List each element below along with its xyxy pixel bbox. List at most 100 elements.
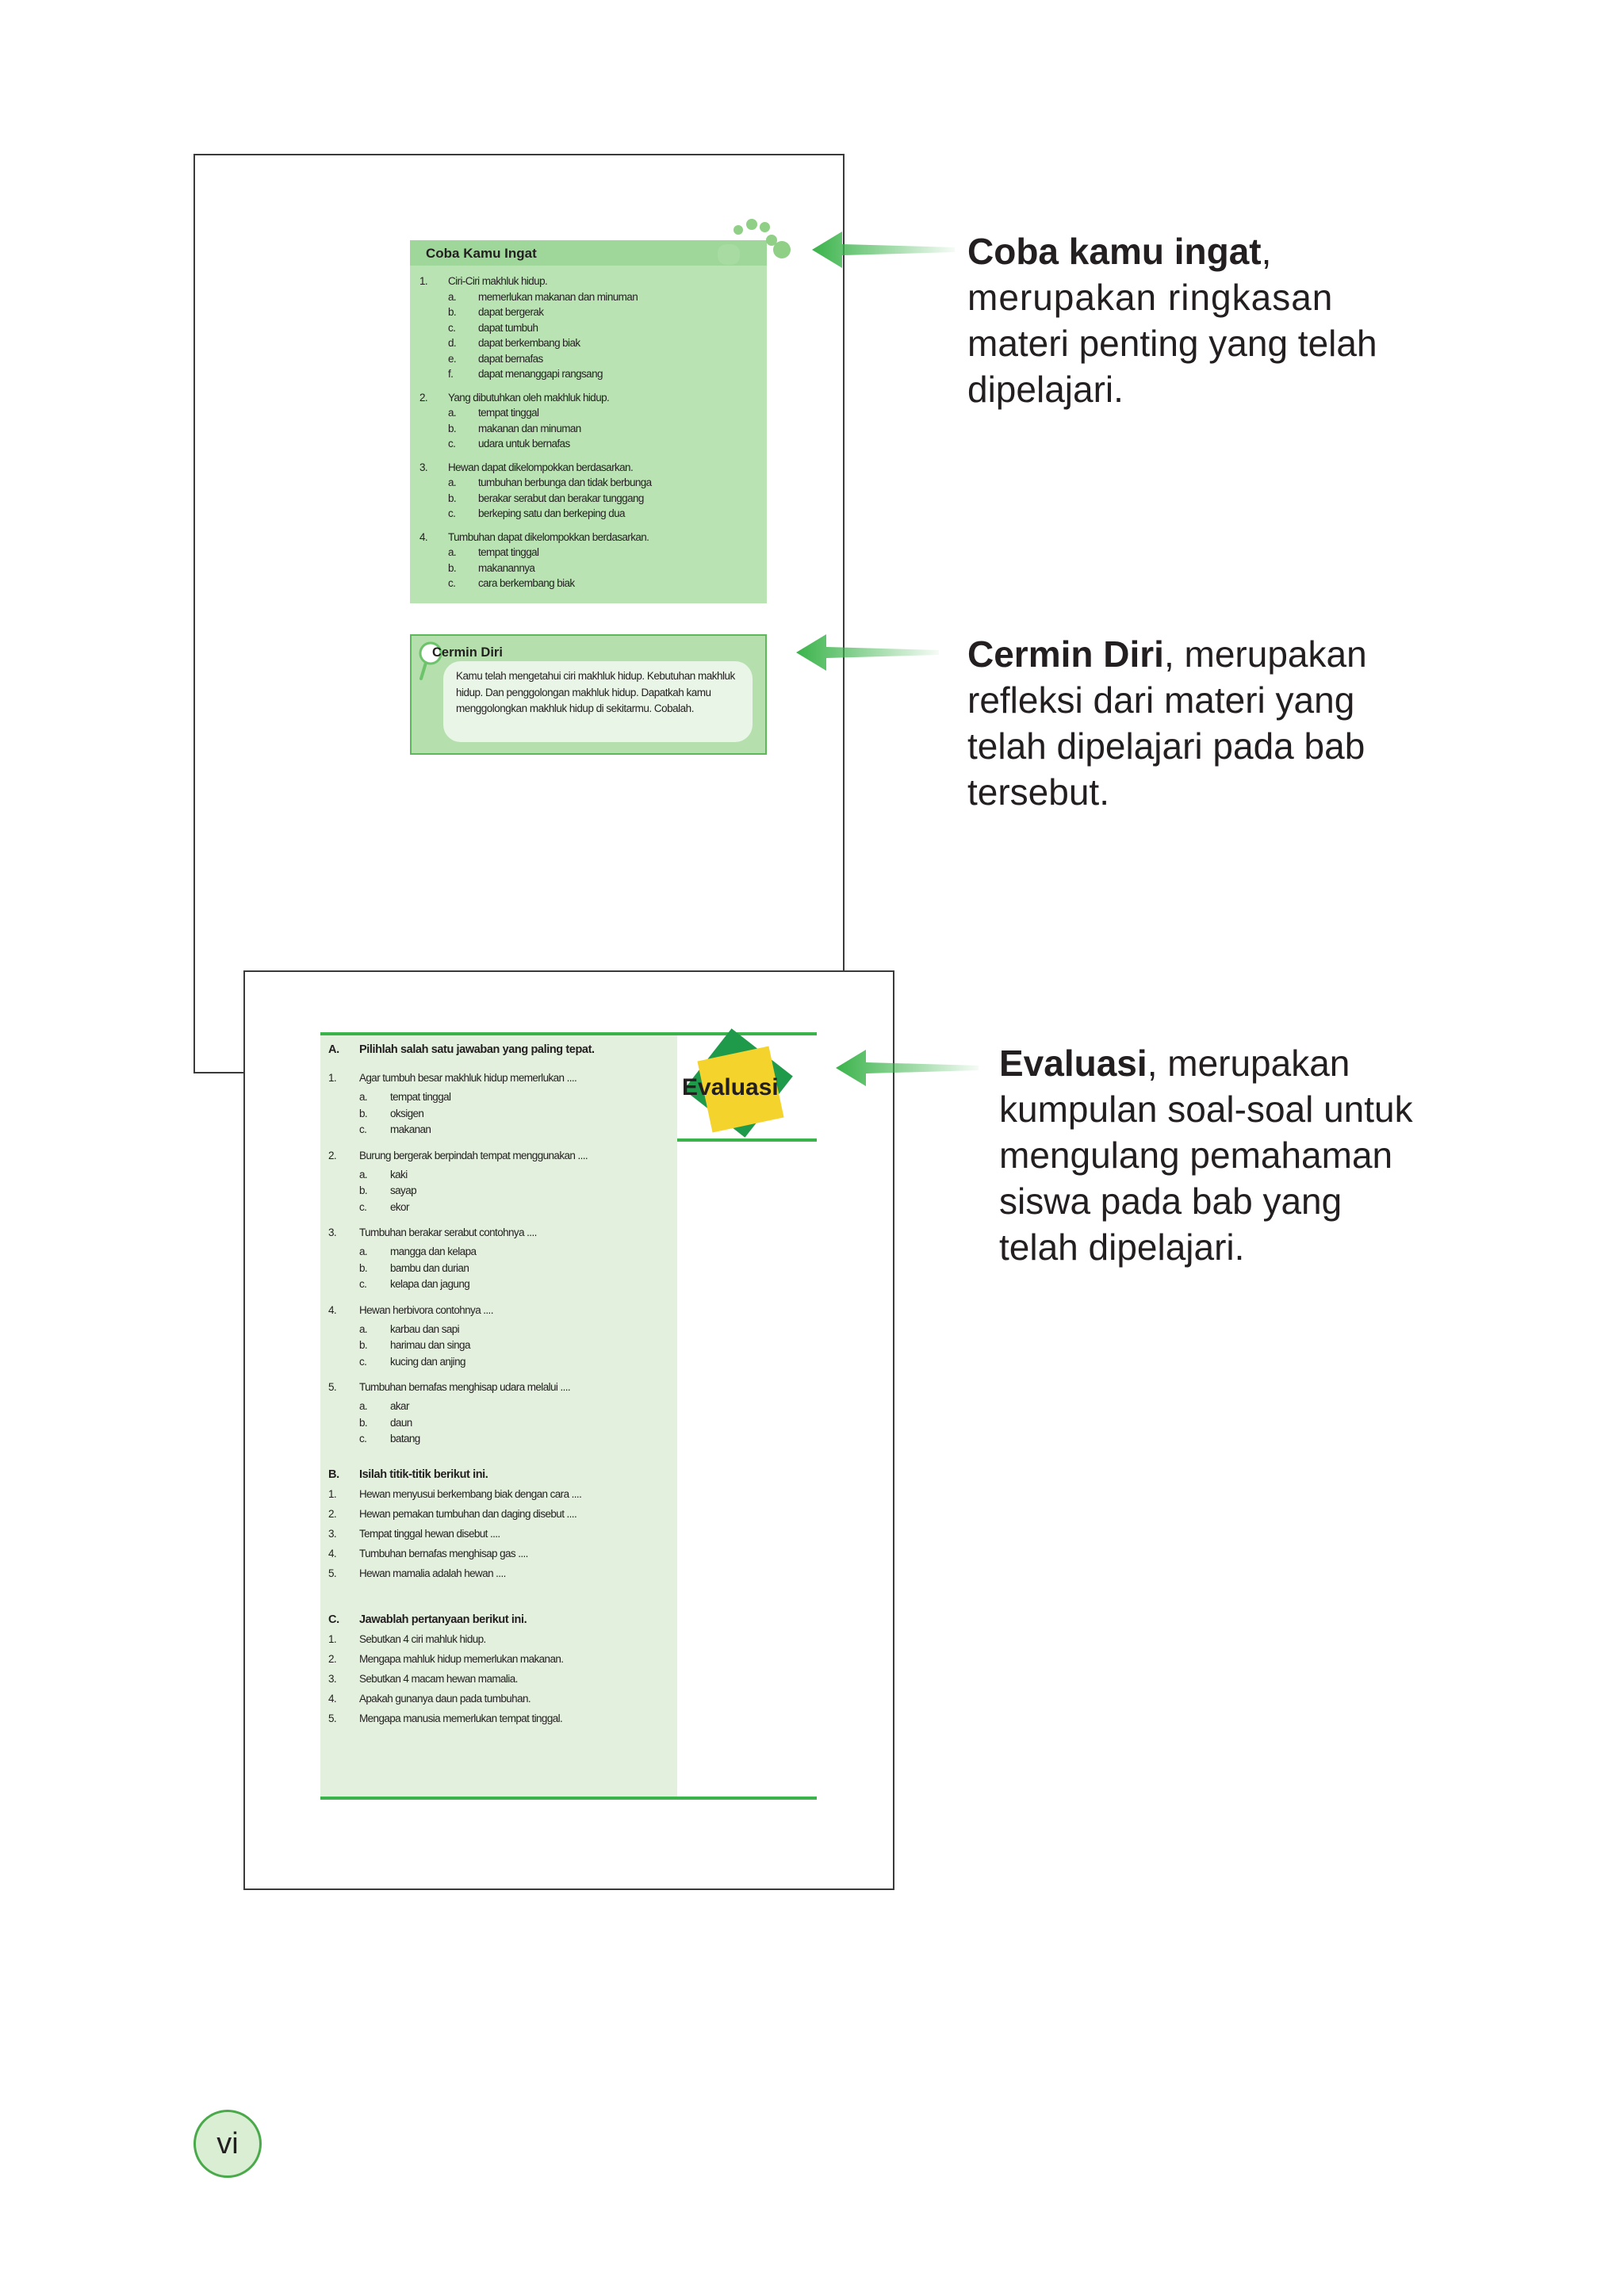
fill-in-text: Hewan menyusui berkembang biak dengan ca…	[359, 1488, 582, 1500]
evaluasi-description-line: mengulang pemahaman	[999, 1135, 1393, 1176]
coba-item-text: Tumbuhan dapat dikelompokkan berdasarkan…	[448, 530, 649, 543]
option-text: makanan	[390, 1123, 431, 1135]
coba-subitem-letter: b.	[448, 306, 457, 318]
essay-number: 5.	[328, 1712, 337, 1724]
arrow-left-icon	[836, 1050, 979, 1086]
option-text: ekor	[390, 1200, 409, 1213]
option-letter: b.	[359, 1107, 368, 1119]
cermin-description-line: telah dipelajari pada bab	[967, 725, 1365, 767]
evaluasi-description-bold: Evaluasi	[999, 1043, 1147, 1084]
option-letter: c.	[359, 1433, 367, 1445]
coba-subitem-letter: c.	[448, 321, 456, 334]
evaluasi-description-line: telah dipelajari.	[999, 1226, 1245, 1268]
option-text: kaki	[390, 1168, 408, 1181]
arrow-left-icon	[812, 232, 955, 268]
coba-description-line: dipelajari.	[967, 369, 1124, 410]
coba-kamu-ingat-title: Coba Kamu Ingat	[426, 246, 537, 261]
coba-subitem-letter: f.	[448, 368, 454, 380]
option-text: sayap	[390, 1184, 417, 1196]
decor-dot-icon	[733, 225, 743, 235]
decor-dot-icon	[766, 235, 777, 246]
coba-subitem-text: dapat tumbuh	[478, 321, 538, 334]
section-a-letter: A.	[328, 1043, 339, 1056]
coba-subitem-letter: a.	[448, 476, 457, 488]
coba-subitem-letter: b.	[448, 561, 457, 574]
option-text: batang	[390, 1433, 420, 1445]
cermin-description-line: , merupakan	[1163, 633, 1367, 675]
option-letter: c.	[359, 1200, 367, 1213]
option-text: harimau dan singa	[390, 1339, 470, 1351]
option-letter: a.	[359, 1091, 368, 1103]
coba-item-text: Yang dibutuhkan oleh makhluk hidup.	[448, 391, 610, 404]
essay-number: 2.	[328, 1653, 337, 1665]
section-c-title: Jawablah pertanyaan berikut ini.	[359, 1613, 527, 1626]
section-a-title: Pilihlah salah satu jawaban yang paling …	[359, 1043, 595, 1056]
coba-subitem-letter: c.	[448, 507, 456, 519]
essay-number: 3.	[328, 1673, 337, 1685]
option-text: kelapa dan jagung	[390, 1278, 470, 1290]
coba-subitem-letter: a.	[448, 290, 457, 303]
coba-item-number: 1.	[419, 275, 428, 287]
coba-description-line: ,	[1261, 231, 1272, 272]
evaluasi-description-line: siswa pada bab yang	[999, 1181, 1342, 1222]
coba-subitem-text: udara untuk bernafas	[478, 438, 570, 450]
option-text: tempat tinggal	[390, 1091, 451, 1103]
coba-subitem-text: dapat menanggapi rangsang	[478, 368, 603, 380]
fill-in-text: Hewan mamalia adalah hewan ....	[359, 1567, 506, 1579]
coba-subitem-letter: c.	[448, 577, 456, 589]
coba-item-text: Ciri-Ciri makhluk hidup.	[448, 275, 548, 287]
coba-subitem-letter: a.	[448, 407, 457, 419]
option-letter: a.	[359, 1246, 368, 1257]
option-text: karbau dan sapi	[390, 1322, 460, 1335]
decor-dot-icon	[718, 244, 740, 265]
coba-subitem-letter: d.	[448, 337, 457, 349]
fill-in-text: Tumbuhan bernafas menghisap gas ....	[359, 1548, 528, 1559]
cermin-description-line: tersebut.	[967, 771, 1109, 813]
coba-subitem-text: berakar serabut dan berakar tunggang	[478, 492, 644, 504]
question-text: Tumbuhan berakar serabut contohnya ....	[359, 1226, 537, 1238]
option-letter: b.	[359, 1261, 368, 1274]
option-letter: b.	[359, 1339, 368, 1351]
arrow-left-icon	[796, 634, 939, 671]
option-text: mangga dan kelapa	[390, 1246, 477, 1257]
cermin-description: Cermin Diri, merupakan refleksi dari mat…	[967, 631, 1443, 815]
cermin-diri-text: Kamu telah mengetahui ciri makhluk hidup…	[456, 670, 735, 714]
question-text: Burung bergerak berpindah tempat menggun…	[359, 1149, 588, 1161]
fill-in-number: 5.	[328, 1567, 337, 1579]
fill-in-number: 3.	[328, 1528, 337, 1540]
option-text: kucing dan anjing	[390, 1355, 465, 1368]
coba-subitem-letter: c.	[448, 438, 456, 450]
option-text: daun	[390, 1416, 412, 1429]
coba-description-bold: Coba kamu ingat	[967, 231, 1262, 272]
coba-subitem-text: dapat bergerak	[478, 306, 544, 318]
fill-in-text: Tempat tinggal hewan disebut ....	[359, 1528, 500, 1540]
question-number: 1.	[328, 1072, 337, 1084]
decor-dot-icon	[760, 222, 770, 232]
evaluasi-bottom-rule	[320, 1797, 817, 1800]
option-letter: a.	[359, 1168, 368, 1181]
essay-number: 1.	[328, 1633, 337, 1645]
coba-subitem-text: dapat berkembang biak	[478, 337, 580, 349]
question-text: Hewan herbivora contohnya ....	[359, 1303, 493, 1316]
question-text: Tumbuhan bernafas menghisap udara melalu…	[359, 1381, 571, 1393]
option-letter: c.	[359, 1123, 367, 1135]
option-letter: a.	[359, 1322, 368, 1335]
question-text: Agar tumbuh besar makhluk hidup memerluk…	[359, 1072, 577, 1084]
coba-kamu-ingat-header	[410, 240, 767, 266]
evaluasi-description-line: kumpulan soal-soal untuk	[999, 1089, 1413, 1130]
coba-item-number: 2.	[419, 391, 428, 404]
cermin-diri-title: Cermin Diri	[432, 645, 503, 660]
option-letter: b.	[359, 1184, 368, 1196]
section-c-letter: C.	[328, 1613, 339, 1626]
page-number-badge: vi	[193, 2110, 262, 2178]
option-letter: c.	[359, 1278, 367, 1290]
coba-subitem-text: memerlukan makanan dan minuman	[478, 290, 638, 303]
decor-dot-icon	[746, 219, 757, 230]
question-number: 4.	[328, 1303, 337, 1316]
coba-description: Coba kamu ingat, merupakan ringkasan mat…	[967, 228, 1443, 412]
fill-in-number: 2.	[328, 1508, 337, 1520]
question-number: 3.	[328, 1226, 337, 1238]
coba-subitem-text: dapat bernafas	[478, 352, 543, 365]
option-text: akar	[390, 1400, 409, 1412]
decor-dot-icon	[773, 241, 791, 258]
